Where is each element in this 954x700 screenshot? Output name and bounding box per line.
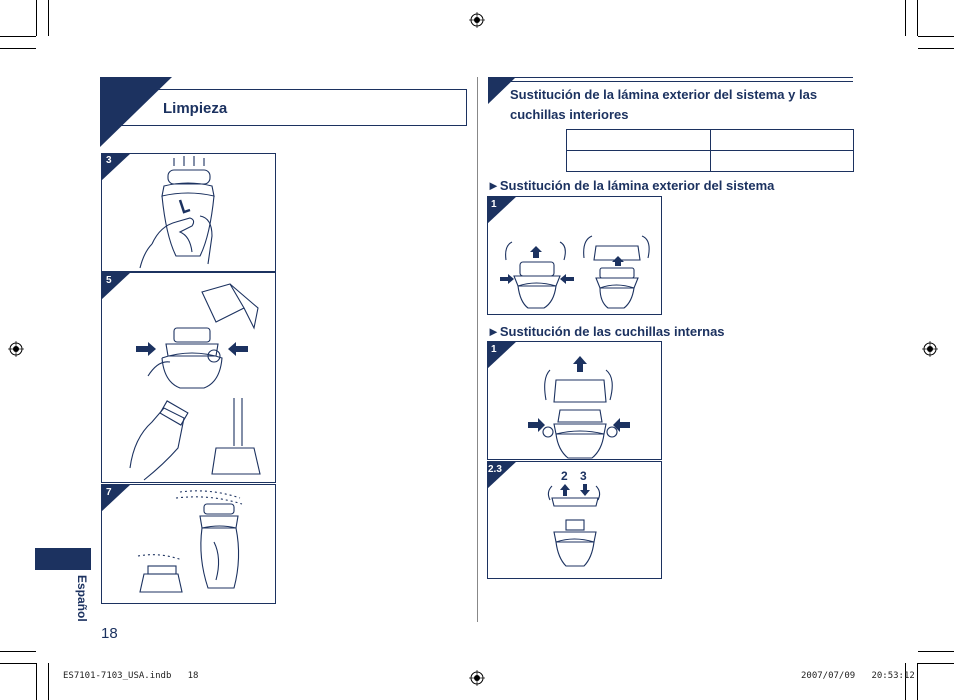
replacement-parts-table — [566, 129, 854, 172]
step-number: 7 — [106, 487, 112, 498]
step-corner-triangle — [487, 341, 517, 369]
step-label-2: 2 — [561, 469, 568, 483]
registration-mark-icon — [8, 341, 24, 357]
registration-mark-icon — [469, 12, 485, 28]
crop-mark — [0, 651, 36, 652]
shaver-rinse-illustration — [139, 156, 215, 269]
step-panel-3 — [101, 153, 276, 272]
step-corner-triangle — [101, 153, 131, 181]
step-number: 1 — [491, 344, 497, 355]
section-top-rule — [488, 81, 853, 82]
column-divider — [477, 77, 478, 622]
step-corner-triangle — [101, 484, 131, 512]
crop-mark — [918, 48, 954, 49]
crop-mark — [0, 48, 36, 49]
crop-mark — [917, 0, 918, 36]
footer-timestamp: 2007/07/09 20:53:12 — [801, 671, 915, 681]
crop-mark — [0, 36, 36, 37]
step-number: 1 — [491, 199, 497, 210]
blade-replacement-subtitle: ►Sustitución de las cuchillas internas — [487, 324, 725, 339]
table-row — [566, 150, 854, 172]
shaver-dry-illustration — [137, 490, 243, 593]
step-corner-triangle — [487, 461, 517, 489]
step-number: 3 — [106, 155, 112, 166]
language-tab-label: Español — [75, 575, 89, 622]
frame-removal-illustration — [528, 356, 630, 459]
crop-mark — [917, 663, 918, 700]
crop-mark — [918, 663, 954, 664]
step-number: 2.3 — [488, 464, 502, 475]
registration-mark-icon — [922, 341, 938, 357]
blade-removal-illustration — [547, 484, 601, 567]
crop-mark — [905, 663, 906, 700]
crop-mark — [36, 0, 37, 36]
step-corner-triangle — [487, 196, 517, 224]
header-corner-triangle — [488, 77, 516, 104]
section-title: Limpieza — [163, 100, 228, 117]
foil-removal-illustration — [500, 235, 650, 309]
language-tab — [35, 548, 91, 570]
table-cell — [709, 129, 854, 151]
table-cell — [566, 150, 711, 172]
crop-mark — [918, 36, 954, 37]
page-number: 18 — [101, 625, 118, 642]
blade-step-panel-1 — [487, 341, 662, 460]
foil-replacement-subtitle: ►Sustitución de la lámina exterior del s… — [487, 178, 775, 193]
step-panel-7 — [101, 484, 276, 604]
step-corner-triangle — [101, 272, 131, 300]
registration-mark-icon — [469, 670, 485, 686]
shaver-disassembly-illustration — [129, 283, 261, 481]
crop-mark — [918, 651, 954, 652]
footer-file-info: ES7101-7103_USA.indb 18 — [63, 671, 199, 681]
crop-mark — [905, 0, 906, 36]
crop-mark — [48, 663, 49, 700]
table-row — [566, 129, 854, 151]
table-cell — [709, 150, 854, 172]
step-label-3: 3 — [580, 469, 587, 483]
crop-mark — [0, 663, 36, 664]
crop-mark — [48, 0, 49, 36]
header-corner-triangle — [100, 77, 172, 147]
step-number: 5 — [106, 275, 112, 286]
crop-mark — [36, 663, 37, 700]
replacement-section-title: Sustitución de la lámina exterior del si… — [510, 87, 818, 122]
section-top-rule — [488, 77, 853, 78]
table-cell — [566, 129, 711, 151]
